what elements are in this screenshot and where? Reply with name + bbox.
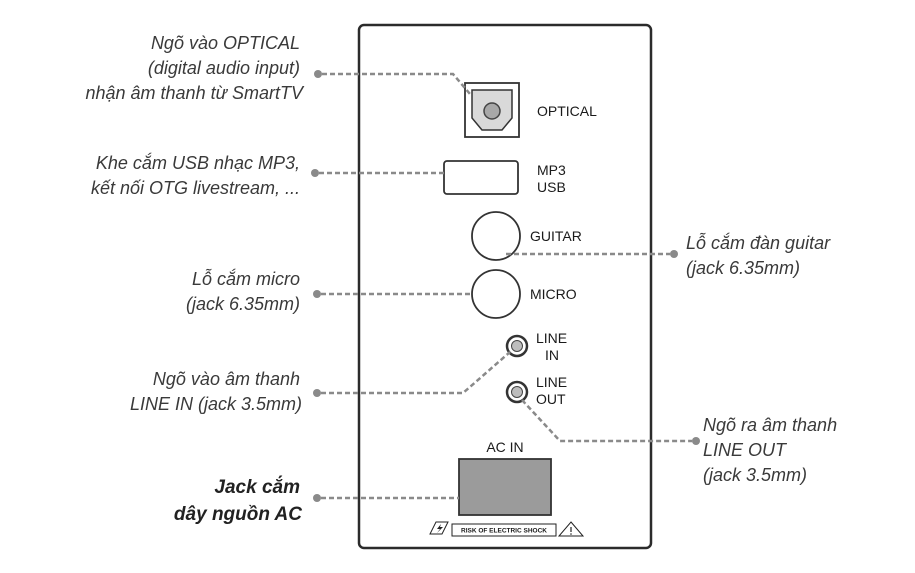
- optical-port: [464, 82, 520, 138]
- optical-label: OPTICAL: [537, 103, 597, 119]
- warning-label-box: [451, 523, 557, 537]
- mp3-label: MP3: [537, 162, 566, 178]
- callout-line-out-line-2: LINE OUT: [703, 440, 788, 460]
- ac-socket: [458, 458, 552, 516]
- line-in-label-2: IN: [545, 347, 559, 363]
- callout-line-in-line-1: Ngõ vào âm thanh: [153, 369, 300, 389]
- callout-ac: Jack cắm dây nguồn AC: [174, 476, 302, 525]
- callout-usb-line-2: kết nối OTG livestream, ...: [91, 178, 300, 198]
- callout-line-out-line-1: Ngõ ra âm thanh: [703, 415, 837, 435]
- usb-port: [443, 160, 519, 195]
- line-out-label-1: LINE: [536, 374, 567, 390]
- line-in-label-1: LINE: [536, 330, 567, 346]
- callout-guitar: Lỗ cắm đàn guitar (jack 6.35mm): [686, 233, 831, 278]
- leader-line-in: [313, 351, 511, 397]
- leader-usb: [311, 169, 447, 177]
- line-out-label-2: OUT: [536, 391, 566, 407]
- callout-usb: Khe cắm USB nhạc MP3, kết nối OTG livest…: [91, 153, 300, 198]
- leader-guitar: [506, 250, 678, 258]
- micro-jack: [471, 269, 521, 319]
- callout-ac-line-2: dây nguồn AC: [174, 504, 302, 525]
- warning-strip: RISK OF ELECTRIC SHOCK: [429, 521, 585, 537]
- warning-text: RISK OF ELECTRIC SHOCK: [461, 528, 547, 535]
- callout-usb-line-1: Khe cắm USB nhạc MP3,: [96, 153, 300, 173]
- callout-optical-line-2: (digital audio input): [148, 58, 300, 78]
- callout-micro: Lỗ cắm micro (jack 6.35mm): [186, 269, 300, 314]
- micro-label: MICRO: [530, 286, 577, 302]
- callout-line-out-line-3: (jack 3.5mm): [703, 465, 807, 485]
- callout-optical-line-3: nhận âm thanh từ SmartTV: [85, 83, 305, 103]
- leader-optical: [314, 70, 471, 95]
- leader-micro: [313, 290, 471, 298]
- exclamation-warning-icon: [557, 521, 585, 537]
- callout-micro-line-2: (jack 6.35mm): [186, 294, 300, 314]
- callout-guitar-line-1: Lỗ cắm đàn guitar: [686, 233, 831, 253]
- lightning-warning-icon: [429, 521, 449, 535]
- callout-line-in-line-2: LINE IN (jack 3.5mm): [130, 394, 302, 414]
- callout-ac-line-1: Jack cắm: [214, 476, 300, 498]
- ac-in-label: AC IN: [486, 439, 523, 455]
- callout-optical-line-1: Ngõ vào OPTICAL: [151, 33, 300, 53]
- leader-ac: [313, 494, 459, 502]
- callout-line-in: Ngõ vào âm thanh LINE IN (jack 3.5mm): [130, 369, 302, 414]
- callout-micro-line-1: Lỗ cắm micro: [192, 269, 300, 289]
- line-out-jack: [505, 380, 529, 404]
- guitar-label: GUITAR: [530, 228, 582, 244]
- guitar-jack: [471, 211, 521, 261]
- callout-guitar-line-2: (jack 6.35mm): [686, 258, 800, 278]
- callout-optical: Ngõ vào OPTICAL (digital audio input) nh…: [85, 33, 305, 103]
- usb-label: USB: [537, 179, 566, 195]
- leader-line-out: [521, 399, 700, 445]
- line-in-jack: [505, 334, 529, 358]
- callout-line-out: Ngõ ra âm thanh LINE OUT (jack 3.5mm): [703, 415, 837, 485]
